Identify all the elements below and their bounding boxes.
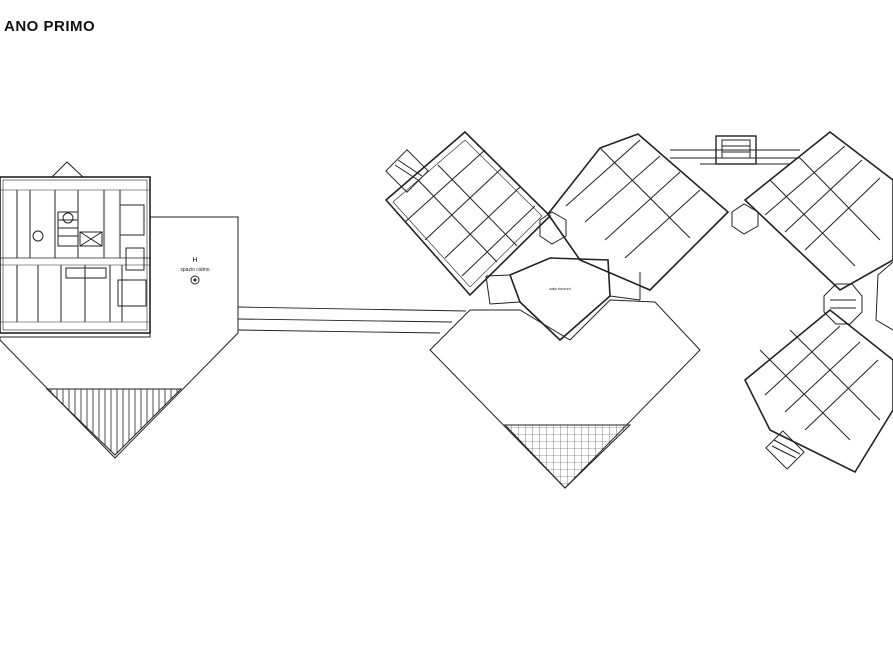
- right-building: [384, 130, 893, 474]
- meeting-hall: [508, 257, 611, 342]
- central-terrace: [429, 299, 701, 489]
- connecting-corridor: [237, 306, 467, 334]
- plan-title: ANO PRIMO: [4, 18, 96, 35]
- left-floorplate: [0, 176, 151, 334]
- assembly-point-icon: [190, 275, 200, 285]
- left-building: [0, 161, 239, 459]
- zone-letter: H: [192, 257, 197, 264]
- hall-label: sala riunioni: [549, 286, 570, 291]
- zone-label: spazio calmo: [180, 267, 209, 273]
- left-terrace-hatch: [45, 388, 183, 456]
- central-terrace-grid: [503, 424, 632, 489]
